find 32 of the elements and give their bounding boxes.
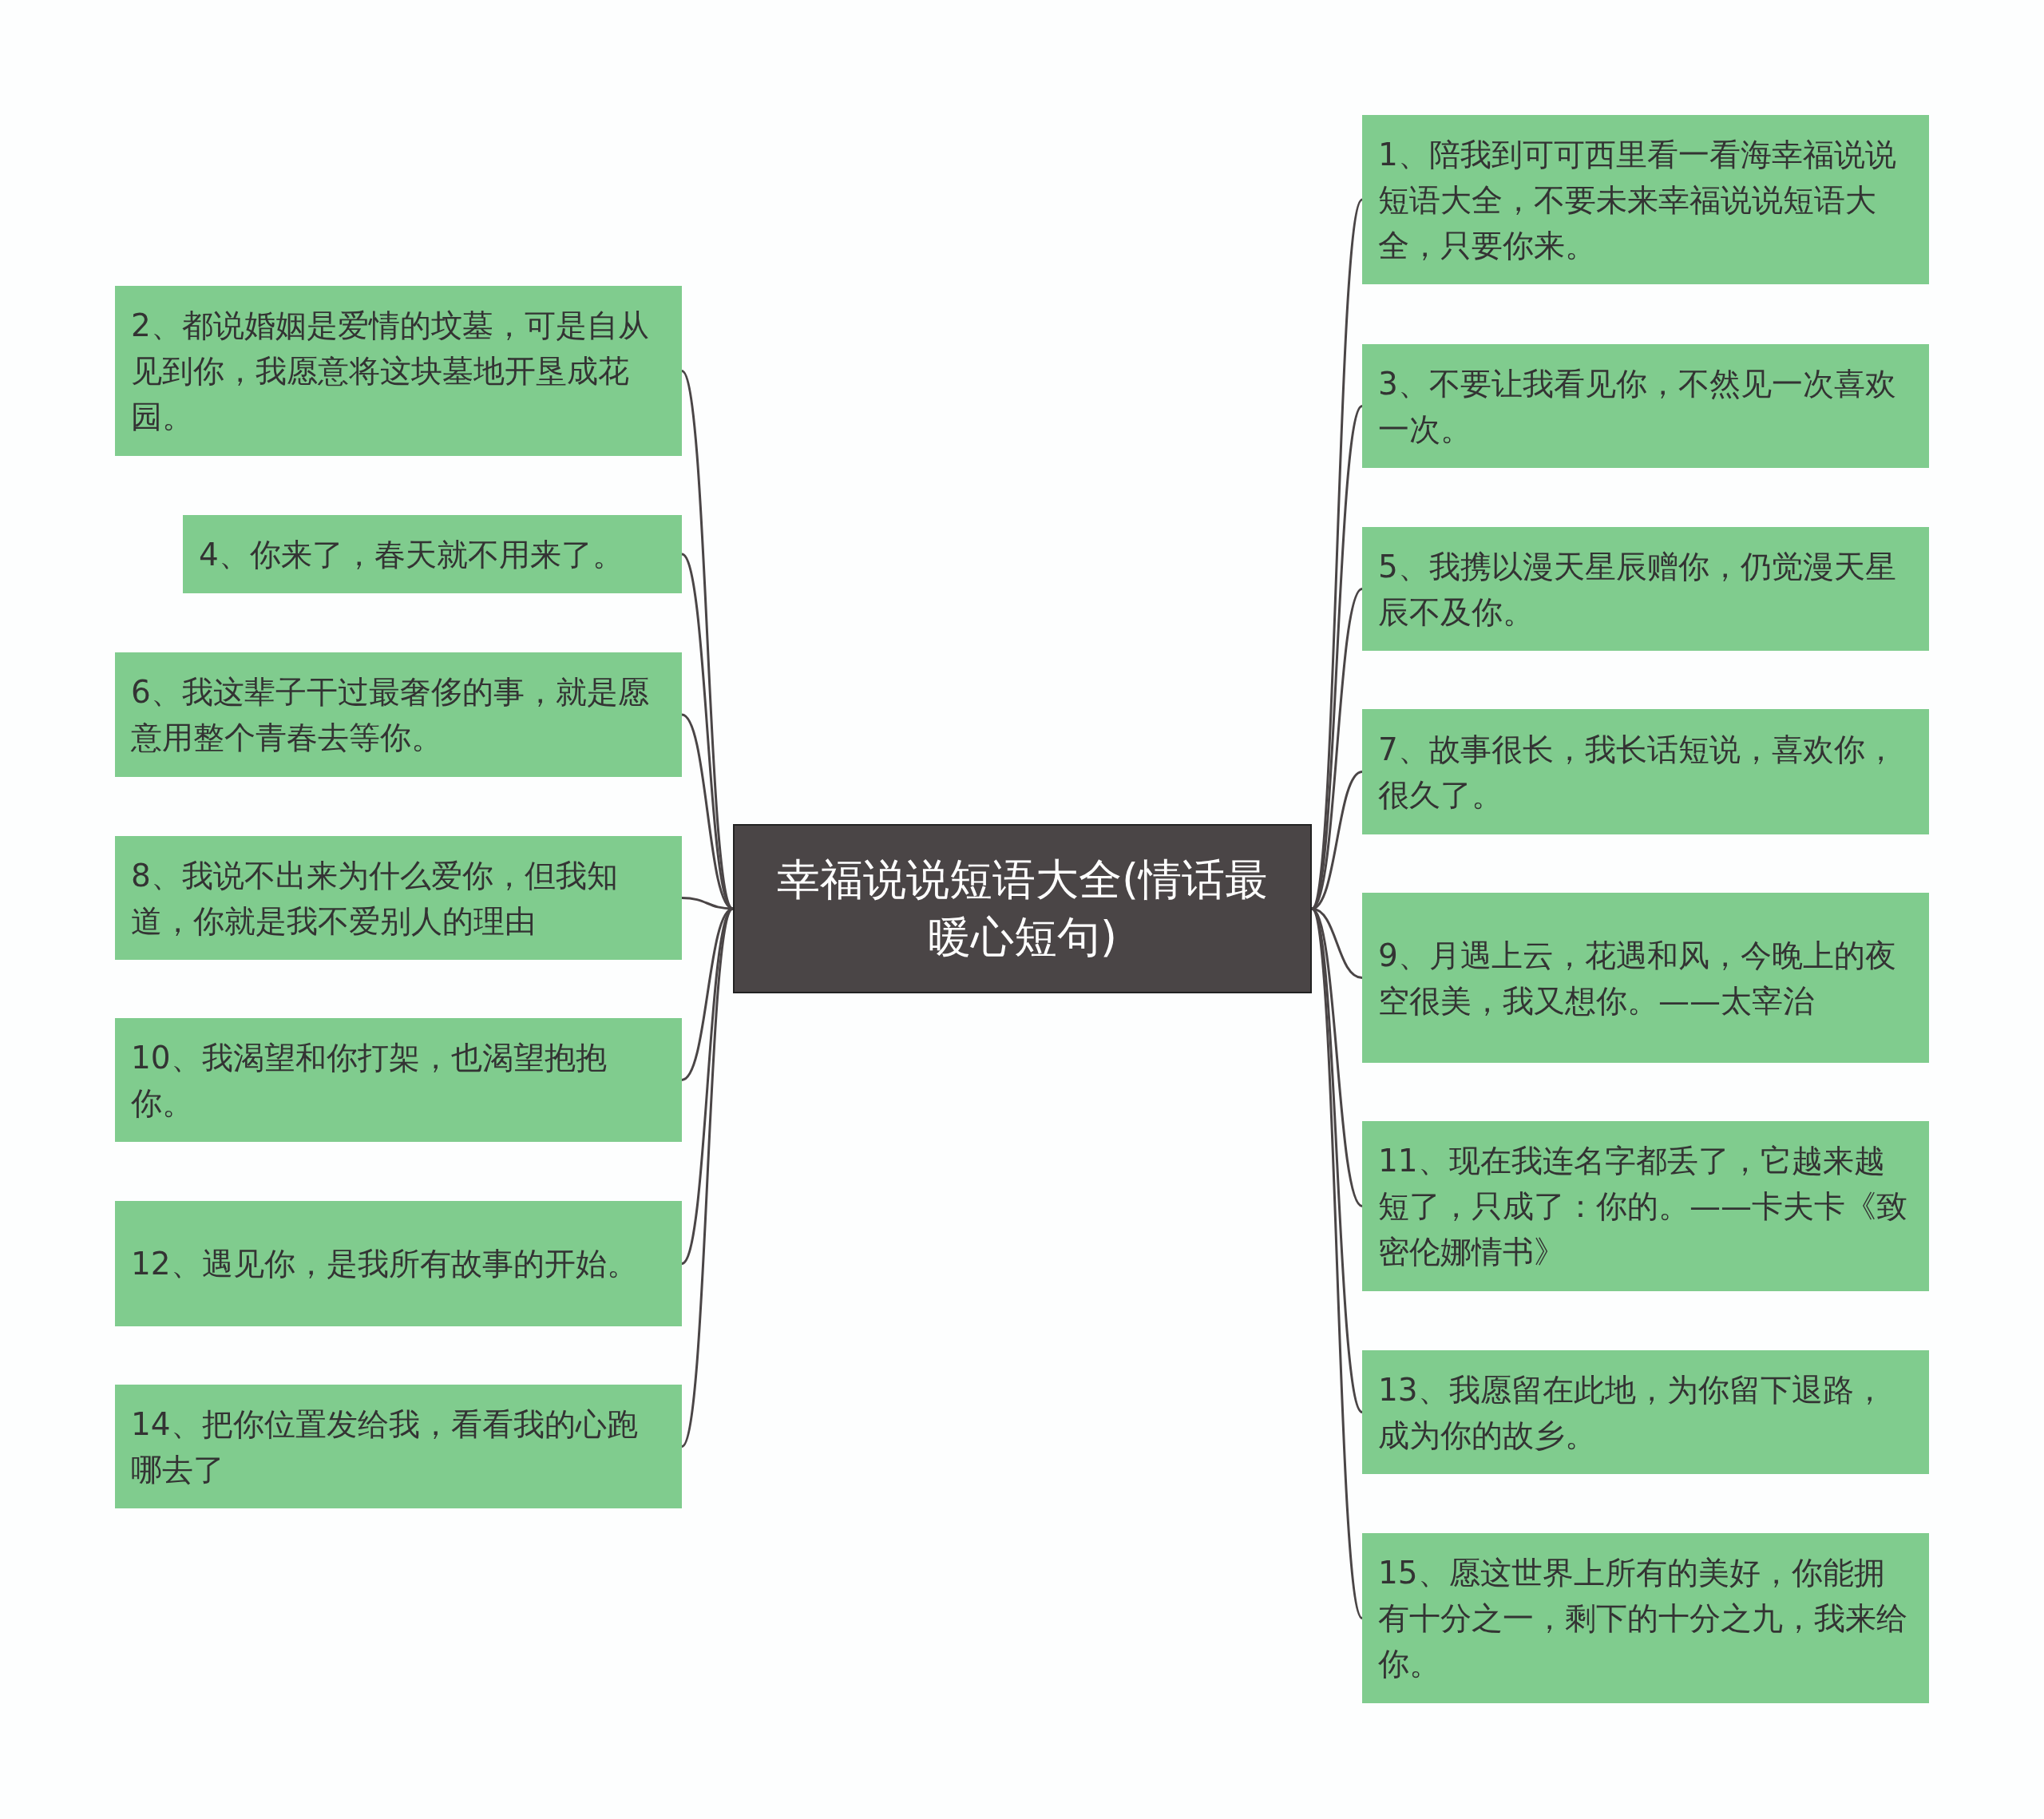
branch-box [1362, 1121, 1929, 1291]
branch-text: 2、都说婚姻是爱情的坟墓，可是自从见到你，我愿意将这块墓地开垦成花园。 [131, 307, 650, 436]
branch-text: 10、我渴望和你打架，也渴望抱抱你。 [131, 1038, 608, 1123]
branch-text: 14、把你位置发给我，看看我的心跑哪去了 [131, 1405, 639, 1489]
branch-text: 6、我这辈子干过最奢侈的事，就是愿意用整个青春去等你。 [131, 673, 650, 757]
branch-box [1362, 115, 1929, 284]
branch-box [1362, 893, 1929, 1063]
branch-box [115, 1201, 682, 1326]
branch-text: 12、遇见你，是我所有故事的开始。 [131, 1245, 638, 1283]
topic-box [733, 824, 1312, 993]
branch-text: 13、我愿留在此地，为你留下退路，成为你的故乡。 [1378, 1370, 1886, 1455]
branch-box [115, 836, 682, 960]
branch-text: 11、现在我连名字都丢了，它越来越短了，只成了：你的。——卡夫卡《致密伦娜情书》 [1378, 1142, 1908, 1271]
branch-text: 7、故事很长，我长话短说，喜欢你，很久了。 [1378, 730, 1897, 814]
branch-text: 8、我说不出来为什么爱你，但我知道，你就是我不爱别人的理由 [131, 856, 619, 941]
branch-box [183, 515, 682, 593]
branch-text: 15、愿这世界上所有的美好，你能拥有十分之一，剩下的十分之九，我来给你。 [1378, 1554, 1908, 1683]
branch-box [1362, 1350, 1929, 1474]
branch-box [1362, 527, 1929, 651]
branch-box [1362, 709, 1929, 834]
branch-text: 1、陪我到可可西里看一看海幸福说说短语大全，不要未来幸福说说短语大全，只要你来。 [1378, 135, 1897, 265]
branch-box [115, 286, 682, 456]
branch-text: 3、不要让我看见你，不然见一次喜欢一次。 [1378, 364, 1897, 449]
branch-text: 9、月遇上云，花遇和风，今晚上的夜空很美，我又想你。——太宰治 [1378, 936, 1897, 1020]
branch-box [1362, 1533, 1929, 1703]
branch-text: 4、你来了，春天就不用来了。 [199, 535, 624, 574]
branch-text: 5、我携以漫天星辰赠你，仍觉漫天星辰不及你。 [1378, 547, 1897, 632]
branch-box [115, 1018, 682, 1142]
branch-box [115, 652, 682, 777]
branch-box [115, 1385, 682, 1508]
branch-box [1362, 344, 1929, 468]
topic-text: 幸福说说短语大全(情话最暖心短句) [775, 854, 1270, 964]
